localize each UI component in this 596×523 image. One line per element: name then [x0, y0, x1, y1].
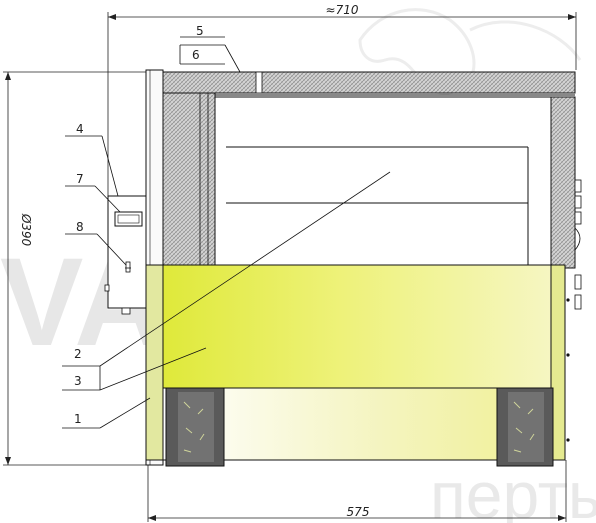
dimension-diameter: Ø390 — [3, 71, 150, 466]
switch — [125, 261, 131, 273]
roof-gap — [255, 71, 263, 94]
callout-4: 4 — [65, 122, 119, 197]
watermark-logo-arc — [469, 20, 582, 61]
dimension-bottom-width-label: 575 — [347, 505, 370, 519]
callout-6: 6 — [192, 48, 200, 62]
dimension-diameter-label: Ø390 — [19, 213, 33, 247]
right-wheel — [496, 387, 554, 467]
dimension-bottom-width: 575 — [147, 460, 567, 522]
right-wall-insulation — [550, 96, 576, 269]
callout-8: 8 — [65, 220, 127, 266]
left-wheel — [165, 387, 225, 467]
left-wall-insulation — [162, 92, 216, 269]
dimension-top-width-label: ≈710 — [326, 3, 359, 17]
callout-5: 5 — [196, 24, 204, 38]
inner-chamber — [214, 96, 552, 269]
right-side-details — [574, 179, 582, 310]
callout-3: 3 — [74, 374, 82, 388]
roof-insulation — [162, 71, 576, 94]
callout-7: 7 — [65, 172, 121, 213]
callout-4-label: 4 — [76, 122, 84, 136]
callout-2-3: 2 3 — [62, 171, 391, 391]
heating-zone-lower — [162, 387, 564, 461]
callout-7-label: 7 — [76, 172, 84, 186]
callout-5-6: 5 6 — [179, 24, 241, 73]
callout-1-label: 1 — [74, 412, 82, 426]
callout-2: 2 — [74, 347, 82, 361]
left-rail — [145, 264, 164, 461]
right-rail — [550, 264, 566, 461]
oven-body — [145, 69, 582, 467]
watermark-subtitle: перты в св — [430, 458, 596, 523]
callout-8-label: 8 — [76, 220, 84, 234]
callout-1: 1 — [62, 397, 151, 429]
control-panel — [104, 195, 147, 315]
